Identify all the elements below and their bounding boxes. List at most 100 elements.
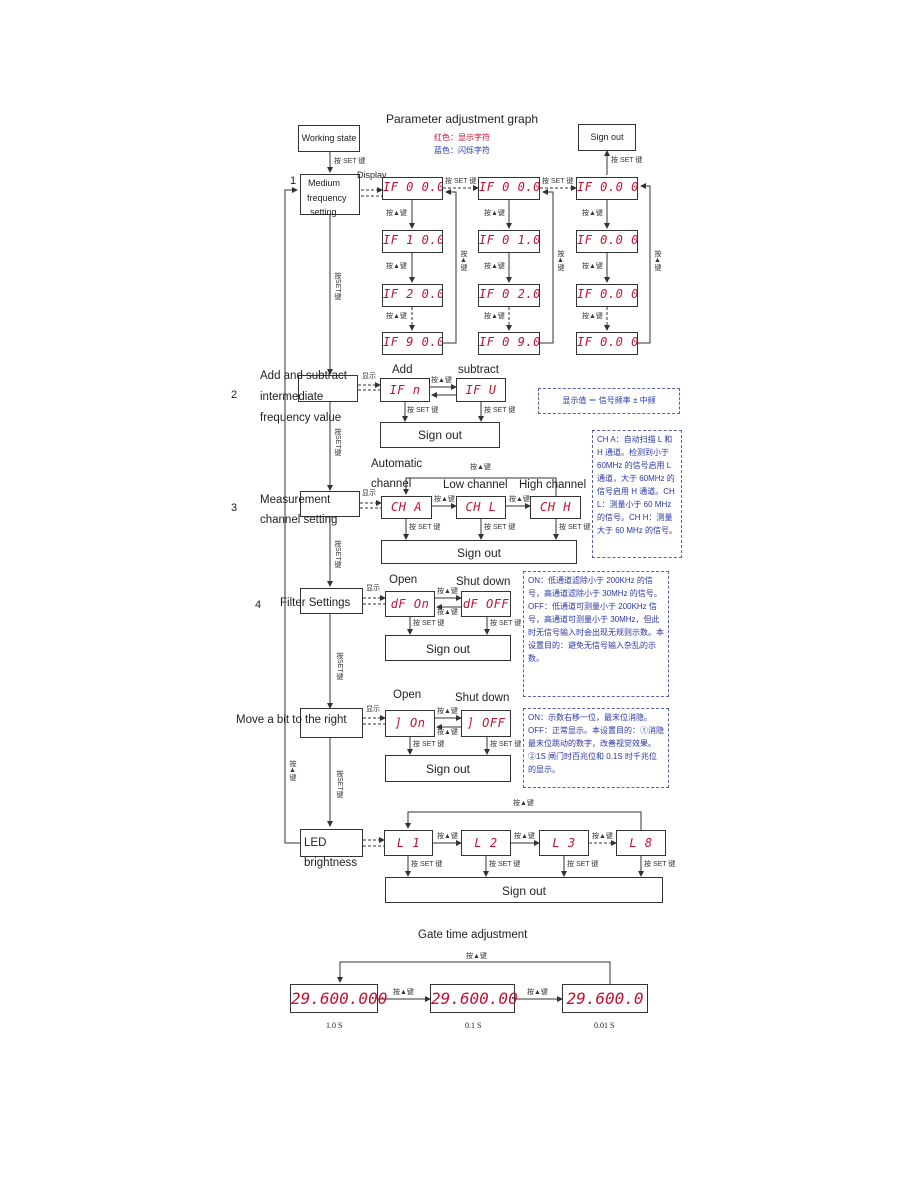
- medium-frequency-line2: frequency: [307, 193, 347, 203]
- section4-title: Filter Settings: [280, 597, 351, 609]
- press-up-label: 按▲键: [527, 989, 548, 996]
- press-set-label: 按 SET 键: [484, 407, 516, 414]
- press-up-vertical: 按▲键: [557, 250, 564, 271]
- section6-title: LED brightness: [304, 837, 358, 869]
- press-up-label: 按▲键: [437, 588, 458, 595]
- press-set-label: 按 SET 键: [489, 861, 521, 868]
- press-up-label: 按▲键: [484, 210, 505, 217]
- seg-col2-2: IF 0 2.0 0 0.0: [478, 284, 540, 307]
- press-up-vertical: 按▲键: [289, 760, 296, 781]
- press-up-label: 按▲键: [437, 708, 458, 715]
- seg-col1-2: IF 2 0.0 0 0.0: [382, 284, 443, 307]
- shut-down-label: Shut down: [456, 576, 511, 588]
- legend-red: 红色：显示字符: [434, 133, 490, 142]
- press-set-label: 按 SET 键: [644, 861, 676, 868]
- display-label: 显示: [362, 490, 376, 497]
- press-up-label: 按▲键: [513, 800, 534, 807]
- gate-seg-2: 29.600.00: [430, 984, 518, 1013]
- press-set-label: 按 SET 键: [411, 861, 443, 868]
- high-channel-label: High channel: [519, 479, 587, 491]
- press-up-label: 按▲键: [582, 210, 603, 217]
- gate-title: Gate time adjustment: [418, 929, 528, 941]
- section4-box: [300, 588, 363, 614]
- press-set-label: 按 SET 键: [407, 407, 439, 414]
- press-up-vertical: 按▲键: [460, 250, 467, 271]
- press-set-vertical: 按SET键: [336, 652, 343, 680]
- section4-note: ON：低通道滤除小于 200KHz 的信号，高通道滤除小于 30MHz 的信号。…: [523, 571, 669, 697]
- seg-led-8: L 8: [616, 830, 666, 856]
- seg-shift-on: ] On: [385, 710, 435, 737]
- seg-col3-2: IF 0.0 0 0 0.2: [576, 284, 638, 307]
- display-label: Display: [357, 170, 387, 180]
- press-up-label: 按▲键: [484, 263, 505, 270]
- press-set-label: 按 SET 键: [484, 524, 516, 531]
- medium-frequency-line1: Medium: [308, 178, 341, 188]
- press-set-vertical: 按SET键: [334, 428, 341, 456]
- medium-frequency-box: [300, 174, 360, 215]
- seg-col3-3: IF 0.0 0 0 0.9: [576, 332, 638, 355]
- press-up-label: 按▲键: [582, 263, 603, 270]
- sign-out-section5: Sign out: [385, 755, 511, 782]
- press-up-vertical: 按▲键: [654, 250, 661, 271]
- press-up-label: 按▲键: [393, 989, 414, 996]
- seg-col1-1: IF 1 0.0 0 0.0: [382, 230, 443, 253]
- section3-note: CH A：自动扫描 L 和 H 通道。检测到小于 60MHz 的信号启用 L 通…: [592, 430, 682, 558]
- seg-ch-h: CH H: [530, 496, 581, 519]
- display-label: 显示: [362, 373, 376, 380]
- press-up-label: 按▲键: [437, 833, 458, 840]
- seg-ch-l: CH L: [456, 496, 506, 519]
- sign-out-section2: Sign out: [380, 422, 500, 448]
- medium-frequency-line3: setting: [310, 207, 337, 217]
- section5-note: ON：示数右移一位，最末位消隐。OFF：正常显示。本设置目的：①消隐最末位跳动的…: [523, 708, 669, 788]
- press-up-label: 按▲键: [431, 377, 452, 384]
- section2-note: 显示值 ＝ 信号频率 ± 中频: [538, 388, 680, 414]
- press-set-label: 按 SET 键: [611, 157, 643, 164]
- sign-out-section3: Sign out: [381, 540, 577, 564]
- diagram-title: Parameter adjustment graph: [386, 112, 539, 126]
- press-set-label: 按 SET 键: [334, 158, 366, 165]
- auto-channel-label: Automatic channel: [371, 458, 423, 490]
- press-up-label: 按▲键: [437, 609, 458, 616]
- display-label: 显示: [366, 706, 380, 713]
- seg-subtract: IF U: [456, 378, 506, 402]
- working-state-box: Working state: [298, 125, 360, 152]
- seg-col2-1: IF 0 1.0 0 0.0: [478, 230, 540, 253]
- press-up-label: 按▲键: [582, 313, 603, 320]
- press-set-vertical: 按SET键: [334, 272, 341, 300]
- press-set-label: 按 SET 键: [490, 620, 522, 627]
- add-label: Add: [392, 364, 413, 376]
- sign-out-section4: Sign out: [385, 635, 511, 661]
- section3-title: Measurement channel setting: [260, 494, 338, 526]
- press-up-label: 按▲键: [466, 953, 487, 960]
- press-set-label: 按 SET 键: [567, 861, 599, 868]
- seg-led-1: L 1: [384, 830, 433, 856]
- press-up-label: 按▲键: [434, 496, 455, 503]
- press-up-label: 按▲键: [514, 833, 535, 840]
- gate-caption-1: 1.0 S: [326, 1021, 343, 1030]
- press-set-label: 按 SET 键: [445, 178, 477, 185]
- press-up-label: 按▲键: [470, 464, 491, 471]
- seg-col3-0: IF 0.0 0 0 0.0: [576, 177, 638, 200]
- press-up-label: 按▲键: [509, 496, 530, 503]
- press-set-label: 按 SET 键: [413, 620, 445, 627]
- press-up-label: 按▲键: [592, 833, 613, 840]
- press-set-label: 按 SET 键: [409, 524, 441, 531]
- shut-down-label: Shut down: [455, 692, 510, 704]
- press-set-label: 按 SET 键: [413, 741, 445, 748]
- press-up-label: 按▲键: [484, 313, 505, 320]
- legend-blue: 蓝色：闪烁字符: [434, 146, 490, 155]
- seg-col2-3: IF 0 9.0 0 0.0: [478, 332, 540, 355]
- seg-ch-a: CH A: [381, 496, 432, 519]
- section5-title: Move a bit to the right: [236, 714, 347, 726]
- section-number-4: 4: [255, 599, 262, 611]
- sign-out-top: Sign out: [578, 124, 636, 151]
- gate-seg-1: 29.600.000: [290, 984, 387, 1013]
- press-up-label: 按▲键: [386, 210, 407, 217]
- open-label: Open: [389, 574, 418, 586]
- seg-col3-1: IF 0.0 0 0 0.1: [576, 230, 638, 253]
- press-set-vertical: 按SET键: [336, 770, 343, 798]
- section2-box: [298, 375, 358, 402]
- press-up-label: 按▲键: [437, 729, 458, 736]
- section5-box: [300, 708, 363, 738]
